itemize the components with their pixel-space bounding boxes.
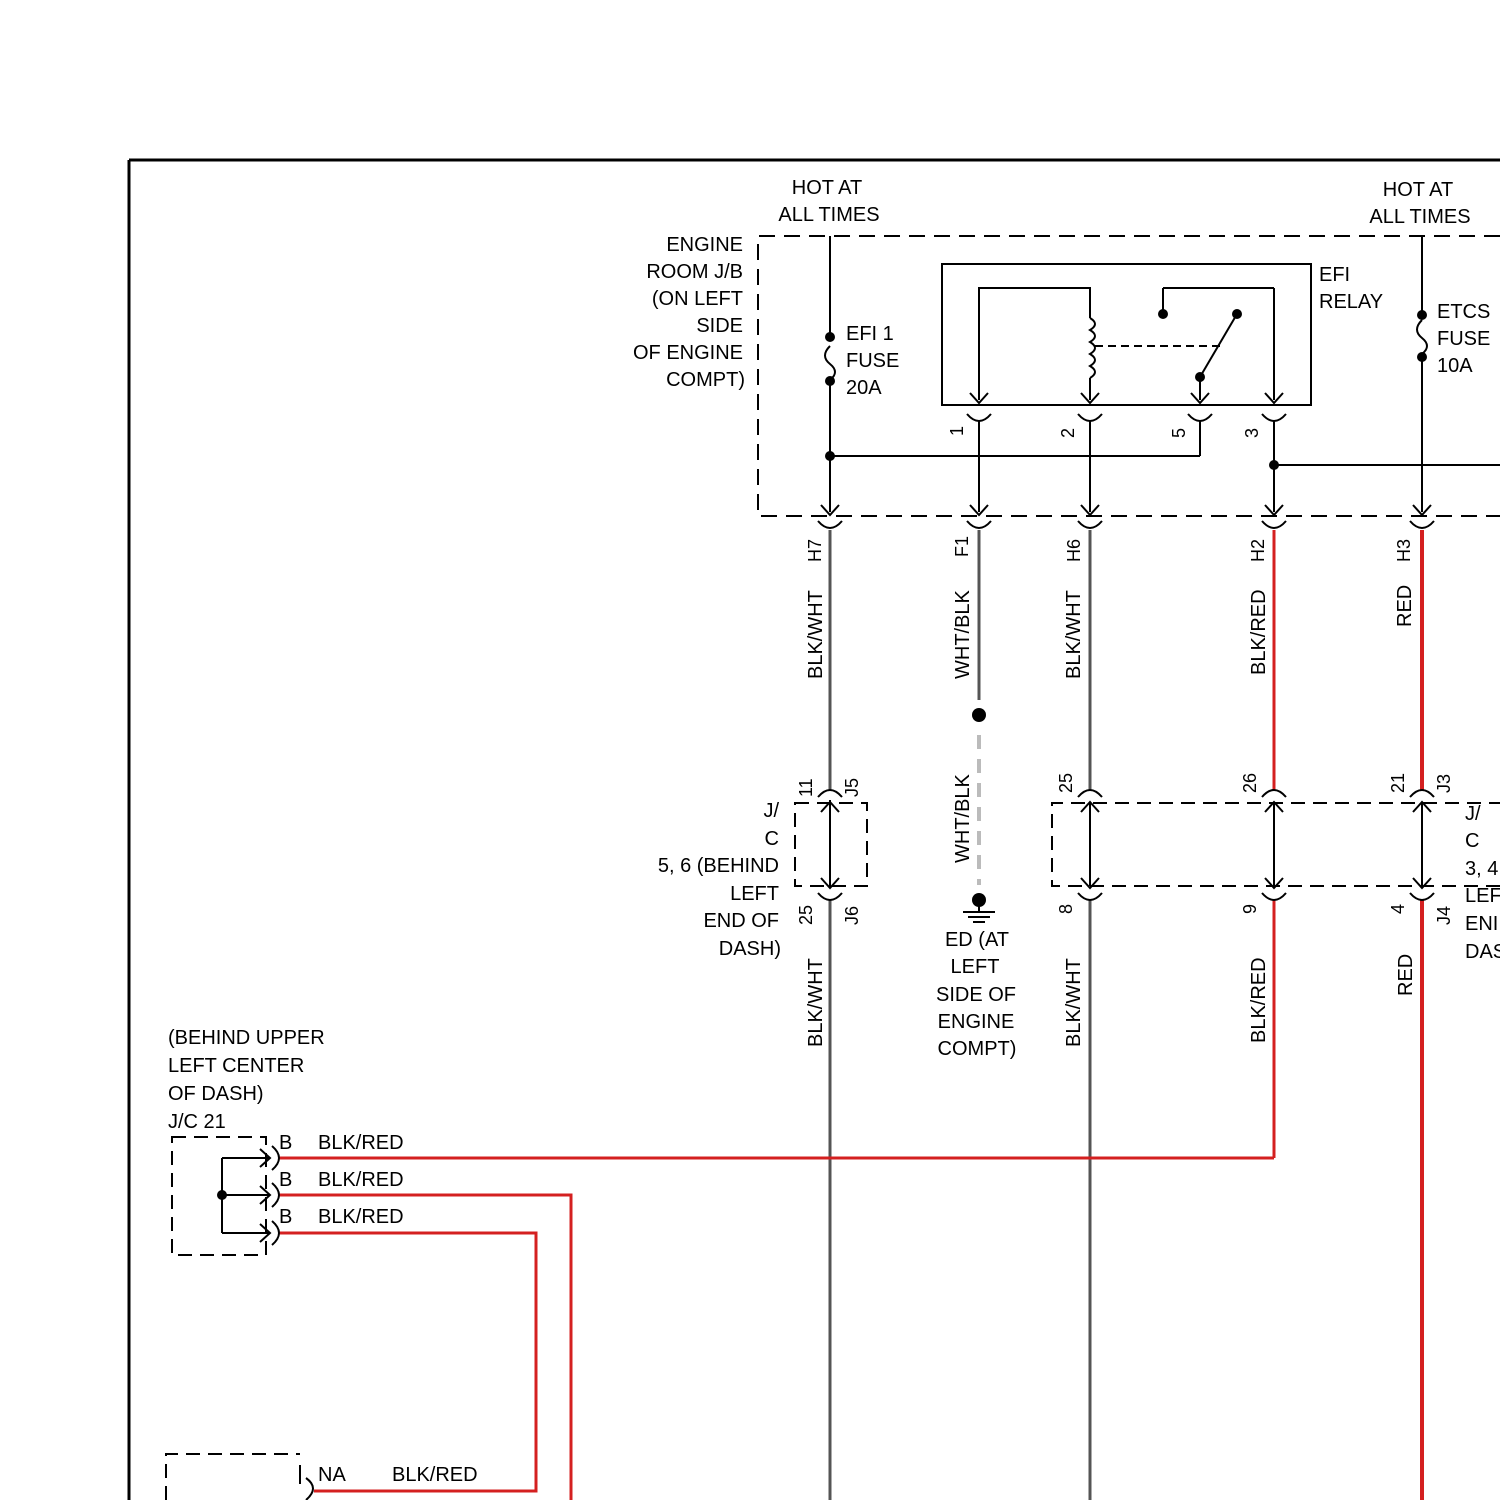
jc56-box: [795, 790, 867, 900]
conn-h7: H7: [805, 539, 825, 562]
conn-h2: H2: [1248, 539, 1268, 562]
ground-line3: SIDE OF: [936, 984, 1016, 1006]
hot-right-line2: ALL TIMES: [1369, 206, 1470, 228]
wire-h7-lower: BLK/WHT: [805, 958, 827, 1047]
jc56-line5: END OF: [703, 910, 779, 932]
engine-jb-line6: COMPT): [666, 369, 745, 391]
jc34-top-conn: J3: [1434, 774, 1454, 793]
jc34-top-pin-3: 21: [1388, 773, 1408, 793]
jc21-line1: (BEHIND UPPER: [168, 1027, 325, 1049]
bottom-component: [166, 1454, 313, 1500]
relay-pin-3: 3: [1242, 428, 1262, 438]
conn-h6: H6: [1064, 539, 1084, 562]
wire-h6-lower: BLK/WHT: [1063, 958, 1085, 1047]
jc56-line6: DASH): [719, 938, 781, 960]
jc56-line4: LEFT: [730, 883, 779, 905]
efi1-fuse-line2: FUSE: [846, 350, 899, 372]
jc56-top-pin: 11: [796, 778, 816, 797]
jb-internal-wires: [825, 236, 1500, 512]
ground-line2: LEFT: [951, 956, 1000, 978]
bottom-pin-label: NA: [318, 1464, 346, 1486]
etcs-fuse-line3: 10A: [1437, 355, 1473, 377]
vertical-wires: [830, 530, 1422, 1500]
jc34-bottom-pin-3: 4: [1388, 904, 1408, 914]
hot-right-line1: HOT AT: [1383, 179, 1453, 201]
jc21-line3: OF DASH): [168, 1083, 264, 1105]
ground-label: ED (AT LEFT SIDE OF ENGINE COMPT): [936, 929, 1016, 1060]
efi-relay-line1: EFI: [1319, 264, 1350, 286]
outer-frame: [129, 160, 1500, 1500]
jc21-label: (BEHIND UPPER LEFT CENTER OF DASH) J/C 2…: [168, 1027, 325, 1133]
ground-line5: COMPT): [938, 1038, 1017, 1060]
jc21-line4: J/C 21: [168, 1111, 226, 1133]
engine-jb-line2: ROOM J/B: [646, 261, 743, 283]
wire-h7-upper: BLK/WHT: [805, 590, 827, 679]
efi1-fuse-line3: 20A: [846, 377, 882, 399]
ground-line1: ED (AT: [945, 929, 1009, 951]
engine-jb-line5: OF ENGINE: [633, 342, 743, 364]
relay-pin-1: 1: [947, 426, 967, 436]
jc34-line1: J/: [1465, 803, 1481, 825]
jc21-pin-2: B: [279, 1169, 292, 1191]
jc56-line2: C: [765, 828, 779, 850]
jc56-bottom-pin: 25: [796, 905, 816, 925]
jc21-wire-3: BLK/RED: [318, 1206, 404, 1228]
engine-jb-line4: SIDE: [696, 315, 743, 337]
jc34-line2: C: [1465, 830, 1479, 852]
jc34-bottom-pin-1: 8: [1056, 904, 1076, 914]
hot-left-line2: ALL TIMES: [778, 204, 879, 226]
wire-h2-lower: BLK/RED: [1248, 957, 1270, 1043]
jc34-line6: DAS: [1465, 941, 1500, 963]
wire-h2-upper: BLK/RED: [1248, 589, 1270, 675]
jc56-line1: J/: [763, 800, 779, 822]
jc34-top-pin-1: 25: [1056, 773, 1076, 793]
jc56-top-conn: J5: [842, 778, 862, 797]
jc34-line5: ENI: [1465, 913, 1498, 935]
horizontal-wires: [278, 1158, 1274, 1500]
engine-jb-line3: (ON LEFT: [652, 288, 743, 310]
wire-f1-upper: WHT/BLK: [952, 589, 974, 679]
ground-icon: [963, 905, 995, 922]
jc21-pin-1: B: [279, 1132, 292, 1154]
jc34-bottom-pin-2: 9: [1240, 904, 1260, 914]
hot-left-line1: HOT AT: [792, 177, 862, 199]
efi-relay-line2: RELAY: [1319, 291, 1383, 313]
wire-h3-lower: RED: [1395, 954, 1417, 996]
jc56-label: J/ C 5, 6 (BEHIND LEFT END OF DASH): [658, 800, 781, 960]
ground-line4: ENGINE: [938, 1011, 1015, 1033]
etcs-fuse-line2: FUSE: [1437, 328, 1490, 350]
relay-terminal-arrows: [967, 393, 1286, 421]
jc34-box: [1052, 790, 1500, 900]
etcs-fuse-line1: ETCS: [1437, 301, 1490, 323]
efi-relay: [942, 264, 1311, 405]
wire-h3-upper: RED: [1394, 585, 1416, 627]
jc21-wire-1: BLK/RED: [318, 1132, 404, 1154]
jc34-line3: 3, 4: [1465, 858, 1498, 880]
jc21-junction-dot: [217, 1190, 227, 1200]
relay-pin-2: 2: [1058, 428, 1078, 438]
ground-wire: [972, 708, 986, 907]
jc34-top-pin-2: 26: [1240, 773, 1260, 793]
jc56-line3: 5, 6 (BEHIND: [658, 855, 779, 877]
jc34-bottom-conn: J4: [1434, 906, 1454, 925]
relay-pin-5: 5: [1169, 428, 1189, 438]
wire-h6-upper: BLK/WHT: [1063, 590, 1085, 679]
jc21-line2: LEFT CENTER: [168, 1055, 304, 1077]
jc21-wire-2: BLK/RED: [318, 1169, 404, 1191]
jc56-bottom-conn: J6: [842, 906, 862, 925]
efi1-fuse-line1: EFI 1: [846, 323, 894, 345]
jc34-label: J/ C 3, 4 LEF ENI DAS: [1465, 803, 1500, 963]
jc21-pin-3: B: [279, 1206, 292, 1228]
bottom-wire-label: BLK/RED: [392, 1464, 478, 1486]
junction-dots: [825, 310, 1427, 470]
engine-jb-line1: ENGINE: [666, 234, 743, 256]
conn-f1: F1: [952, 536, 972, 557]
wire-f1-lower: WHT/BLK: [952, 773, 974, 863]
conn-h3: H3: [1394, 539, 1414, 562]
engine-room-jb-box: [758, 236, 1500, 516]
engine-jb-label: ENGINE ROOM J/B (ON LEFT SIDE OF ENGINE …: [633, 234, 745, 391]
jc34-line4: LEF: [1465, 885, 1500, 907]
